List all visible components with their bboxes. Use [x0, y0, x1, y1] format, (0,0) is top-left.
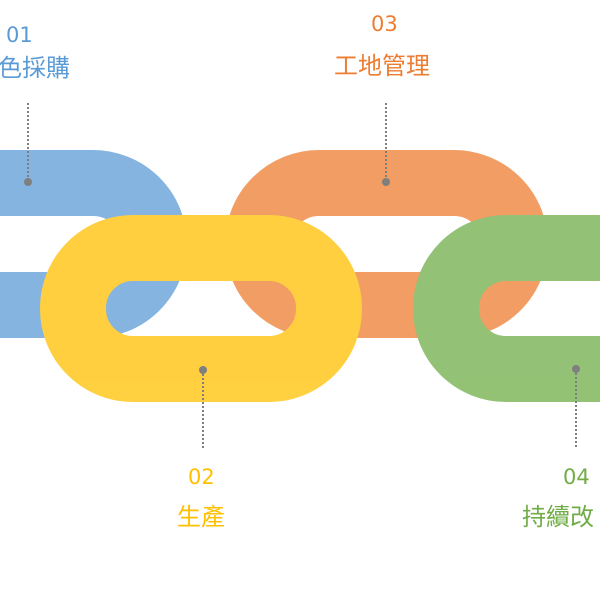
chain-link-04: [413, 215, 600, 402]
step-label-02: 生產: [177, 503, 225, 531]
step-number-03: 03: [371, 12, 398, 36]
step-label-03: 工地管理: [334, 52, 430, 80]
connector-dot-01: [24, 178, 32, 186]
step-label-01: 色採購: [0, 54, 70, 82]
step-number-01: 01: [6, 23, 33, 47]
connector-dot-03: [382, 178, 390, 186]
step-number-04: 04: [563, 465, 590, 489]
connector-dot-02: [199, 366, 207, 374]
step-number-02: 02: [188, 465, 215, 489]
connector-dot-04: [572, 365, 580, 373]
step-label-04: 持續改: [522, 503, 594, 531]
